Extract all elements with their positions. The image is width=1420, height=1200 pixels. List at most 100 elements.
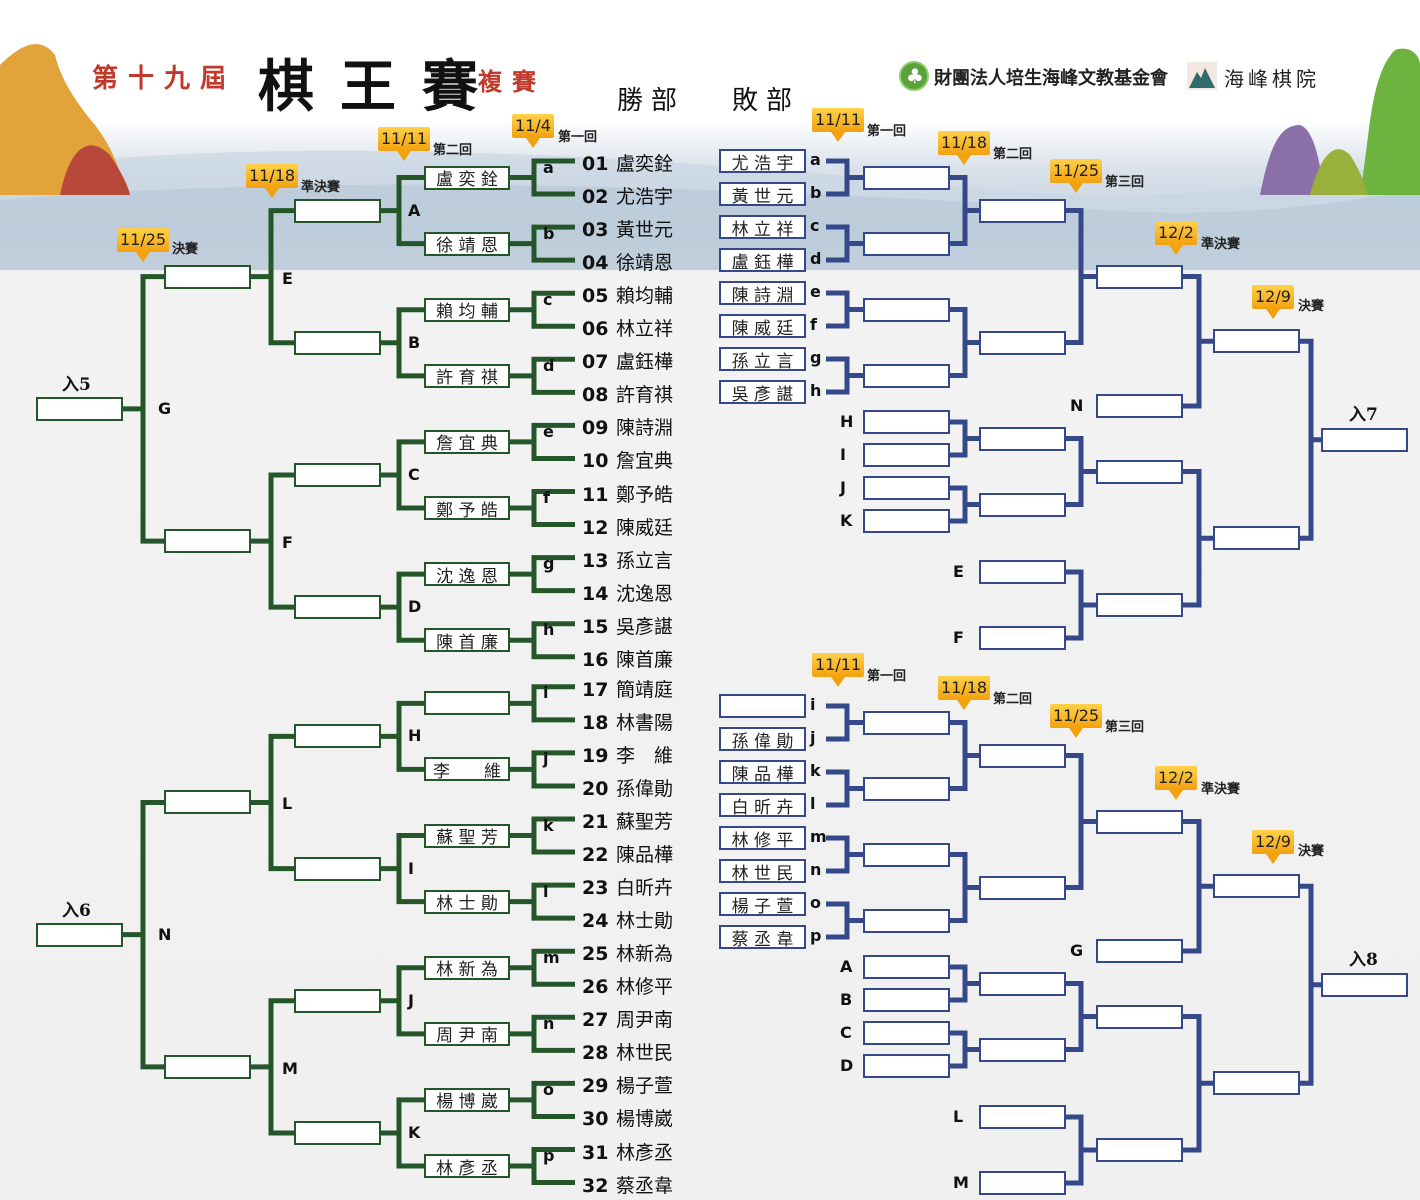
entrant-name: 陳品樺 (616, 844, 674, 867)
round1-connector (531, 555, 575, 594)
event-title: 棋王賽 (258, 54, 504, 120)
losers-round3-connector (1066, 208, 1084, 345)
entrant-number: 17 (582, 678, 609, 701)
entrant-name: 林修平 (616, 976, 674, 999)
round1-connector (531, 750, 575, 789)
losers-top-final-date-bubble: 12/9 (1252, 285, 1294, 319)
loser-entrant-label-n: n (810, 860, 822, 879)
entrant-name: 盧鈺樺 (616, 351, 674, 374)
loser-entrant-label-c: c (810, 216, 820, 235)
losers-dropin-connector (1066, 436, 1084, 507)
loser-entrant-slot: 林 修 平 (719, 826, 806, 851)
losers-dropin-slot (1096, 394, 1183, 418)
losers-round2-connector (950, 175, 968, 246)
round1-connector (531, 621, 575, 660)
entrant-number: 11 (582, 483, 609, 506)
winners-final-date-bubble: 11/25 (117, 228, 170, 262)
round1-connector (531, 684, 575, 723)
losers-round1-slot (863, 908, 950, 933)
losers-dropin-round-slot (979, 426, 1066, 451)
losers-bottom-semifinal-date-bubble: 12/2 (1155, 766, 1197, 800)
brand-name: 海峰棋院 (1224, 67, 1320, 91)
losers-dropin-slot (863, 955, 950, 979)
loser-entrant-label-b: b (810, 183, 822, 202)
round2-winner-slot (294, 1120, 381, 1145)
losers-dropin-round-slot (1096, 1004, 1183, 1029)
dropin-label-M: M (953, 1173, 969, 1192)
losers-round2-slot (979, 875, 1066, 900)
round1-winner-slot: 沈 逸 恩 (424, 562, 510, 587)
entrant-name: 陳詩淵 (616, 417, 674, 440)
losers-dropin-round-slot (979, 1037, 1066, 1062)
losers-dropin-connector (950, 964, 968, 1003)
losers-final-connector (1300, 338, 1314, 541)
losers-bottom-round1-date-bubble: 11/11 (812, 653, 865, 687)
losers-round1-connector (826, 356, 850, 395)
round3-winner-slot (164, 1054, 251, 1079)
entrant-name: 賴均輔 (616, 285, 674, 308)
losers-round1-slot (863, 363, 950, 388)
losers-top-final-round-label: 決賽 (1298, 299, 1325, 314)
winners-semifinal-date-bubble: 11/18 (246, 164, 299, 198)
entrant-number: 05 (582, 285, 609, 308)
round1-winner-slot: 許 育 祺 (424, 363, 510, 388)
round1-winner-slot: 林 士 勛 (424, 889, 510, 914)
match-label-i: i (543, 683, 549, 703)
losers-top-semifinal-round-label: 準決賽 (1201, 237, 1241, 252)
losers-dropin-connector (1066, 981, 1084, 1052)
round1-connector (531, 356, 575, 395)
round1-connector (531, 422, 575, 461)
losers-round1-slot (863, 776, 950, 801)
entrant-name: 尤浩宇 (616, 186, 674, 209)
entrant-number: 14 (582, 582, 609, 605)
losers-bottom-round1-round-label: 第一回 (867, 669, 907, 684)
round1-winner-slot: 周 尹 南 (424, 1021, 510, 1046)
losers-top-round2-date-bubble: 11/18 (938, 131, 991, 165)
losers-dropin-round-slot (1096, 459, 1183, 484)
loser-entrant-slot: 楊 子 萱 (719, 892, 806, 917)
round1-winner-slot: 鄭 予 皓 (424, 496, 510, 521)
entrant-name: 楊博崴 (616, 1108, 674, 1131)
winners-round2-round-label: 第二回 (433, 143, 473, 158)
losers-bottom-semifinal-round-label: 準決賽 (1201, 782, 1241, 797)
round1-connector (531, 1080, 575, 1119)
losers-round1-slot (863, 842, 950, 867)
match-label-c: c (543, 289, 553, 309)
loser-entrant-label-a: a (810, 150, 821, 169)
losers-dropin-connector (1066, 569, 1084, 641)
loser-entrant-slot: 黃 世 元 (719, 182, 806, 207)
match-label-D: D (408, 597, 422, 617)
losers-semifinal-slot (1213, 874, 1300, 899)
match-label-N: N (158, 924, 172, 944)
loser-entrant-slot: 白 昕 卉 (719, 793, 806, 818)
match-label-M: M (282, 1058, 298, 1078)
entrant-number: 02 (582, 186, 609, 209)
entrant-number: 09 (582, 417, 609, 440)
losers-bottom-round2-date-bubble: 11/18 (938, 676, 991, 710)
round1-winner-slot: 陳 首 廉 (424, 628, 510, 653)
entrant-name: 詹宜典 (616, 450, 674, 473)
loser-entrant-label-h: h (810, 381, 822, 400)
losers-round3-slot (1096, 264, 1183, 289)
dropin-label-L: L (953, 1107, 964, 1126)
match-label-n: n (543, 1013, 555, 1033)
entrant-name: 陳威廷 (616, 516, 674, 539)
match-label-l: l (543, 881, 549, 901)
losers-top-round3-date-bubble: 11/25 (1050, 159, 1103, 193)
losers-round1-connector (826, 901, 850, 940)
round1-winner-slot: 徐 靖 恩 (424, 231, 510, 256)
losers-top-semifinal-date-bubble: 12/2 (1155, 221, 1197, 255)
entrant-row: 02 尤浩宇 (582, 182, 673, 209)
entrant-number: 06 (582, 318, 609, 341)
entrant-number: 25 (582, 943, 609, 966)
